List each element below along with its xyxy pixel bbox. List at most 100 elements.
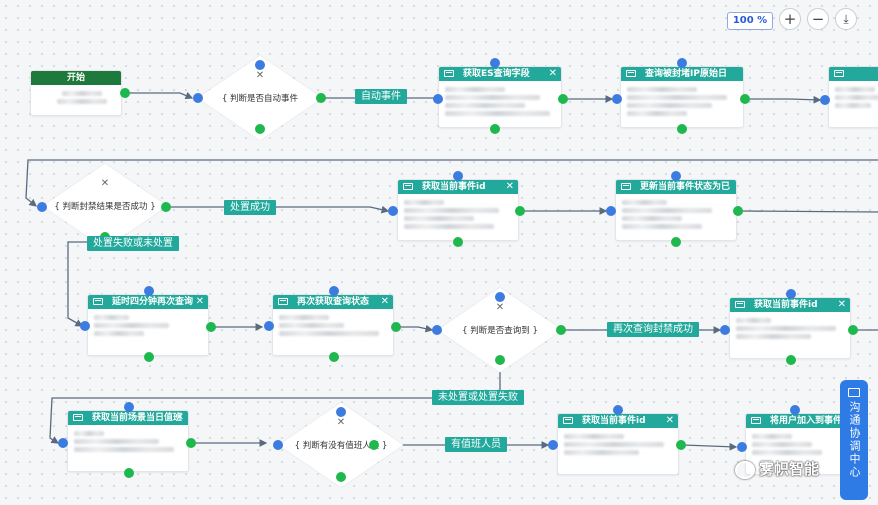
- in-port[interactable]: [612, 94, 622, 104]
- decision-close-icon[interactable]: ✕: [495, 302, 505, 313]
- start-node[interactable]: 开始: [30, 70, 122, 116]
- node-add-user-to-event[interactable]: 将用户加入到事件中: [745, 413, 845, 475]
- out-port[interactable]: [558, 94, 568, 104]
- in-port[interactable]: [80, 321, 90, 331]
- out-port[interactable]: [495, 355, 505, 365]
- in-port[interactable]: [273, 440, 283, 450]
- edge-label-success: 处置成功: [224, 200, 276, 215]
- decision-close-icon[interactable]: ✕: [100, 178, 110, 189]
- in-port[interactable]: [671, 171, 681, 181]
- out-port[interactable]: [556, 325, 566, 335]
- in-port[interactable]: [264, 321, 274, 331]
- node-partial[interactable]: [828, 66, 878, 128]
- watermark-text: 雾帜智能: [759, 460, 820, 478]
- out-port[interactable]: [206, 322, 216, 332]
- in-port[interactable]: [820, 95, 830, 105]
- in-port[interactable]: [548, 440, 558, 450]
- in-port[interactable]: [786, 289, 796, 299]
- out-port[interactable]: [740, 94, 750, 104]
- node-title: 获取当前事件id: [582, 416, 646, 426]
- in-port[interactable]: [329, 286, 339, 296]
- out-port[interactable]: [677, 124, 687, 134]
- monitor-icon: [93, 298, 103, 305]
- in-port[interactable]: [453, 171, 463, 181]
- in-port[interactable]: [432, 325, 442, 335]
- decision-auto-event[interactable]: ✕ { 判断是否自动事件: [197, 55, 323, 141]
- node-title: 获取当前场景当日值班: [92, 413, 183, 423]
- in-port[interactable]: [790, 405, 800, 415]
- out-port[interactable]: [453, 237, 463, 247]
- in-port[interactable]: [720, 325, 730, 335]
- out-port[interactable]: [490, 124, 500, 134]
- out-port[interactable]: [329, 352, 339, 362]
- edge-label-has-duty: 有值班人员: [445, 437, 507, 452]
- decision-label: { 判断封禁结果是否成功 }: [54, 202, 156, 212]
- monitor-icon: [444, 70, 454, 77]
- in-port[interactable]: [58, 438, 68, 448]
- edge-n10-n11: [682, 442, 738, 451]
- out-port[interactable]: [848, 325, 858, 335]
- in-port[interactable]: [737, 442, 747, 452]
- out-port[interactable]: [391, 322, 401, 332]
- monitor-icon: [834, 70, 844, 77]
- monitor-icon: [563, 417, 573, 424]
- in-port[interactable]: [37, 202, 47, 212]
- close-icon[interactable]: ✕: [665, 415, 674, 426]
- out-port[interactable]: [144, 352, 154, 362]
- close-icon[interactable]: ✕: [195, 296, 204, 307]
- node-get-es-fields[interactable]: 获取ES查询字段✕: [438, 66, 562, 128]
- in-port[interactable]: [144, 286, 154, 296]
- node-update-event-status[interactable]: 更新当前事件状态为已: [615, 179, 737, 241]
- in-port[interactable]: [124, 402, 134, 412]
- in-port[interactable]: [490, 58, 500, 68]
- start-out-port[interactable]: [120, 88, 130, 98]
- in-port[interactable]: [336, 407, 346, 417]
- in-port[interactable]: [388, 206, 398, 216]
- decision-query-found[interactable]: ✕ { 判断是否查询到 }: [437, 287, 563, 373]
- decision-duty-exists[interactable]: ✕ { 判断有没有值班人员 }: [278, 402, 404, 488]
- monitor-icon: [73, 414, 83, 421]
- close-icon[interactable]: ✕: [548, 68, 557, 79]
- in-port[interactable]: [606, 206, 616, 216]
- out-port[interactable]: [671, 237, 681, 247]
- node-get-event-id-2[interactable]: 获取当前事件id✕: [729, 297, 851, 359]
- out-port[interactable]: [786, 355, 796, 365]
- monitor-icon: [848, 388, 860, 397]
- node-get-event-id-3[interactable]: 获取当前事件id ✕: [557, 413, 679, 475]
- in-port[interactable]: [613, 405, 623, 415]
- node-query-blocked-ip-log[interactable]: 查询被封堵IP原始日: [620, 66, 744, 128]
- node-get-duty-today[interactable]: 获取当前场景当日值班✕: [67, 410, 189, 472]
- node-get-event-id[interactable]: 获取当前事件id✕: [397, 179, 519, 241]
- out-port[interactable]: [733, 206, 743, 216]
- monitor-icon: [735, 301, 745, 308]
- out-port[interactable]: [186, 438, 196, 448]
- collaboration-center-button[interactable]: 沟通协调中心: [840, 380, 868, 500]
- node-requery-status[interactable]: 再次获取查询状态✕: [272, 294, 394, 356]
- decision-close-icon[interactable]: ✕: [336, 417, 346, 428]
- decision-top-port[interactable]: [255, 60, 265, 70]
- download-button[interactable]: ⤓: [835, 8, 857, 30]
- decision-out-port[interactable]: [316, 93, 326, 103]
- close-icon[interactable]: ✕: [175, 412, 184, 423]
- out-port[interactable]: [336, 472, 346, 482]
- close-icon[interactable]: ✕: [505, 181, 514, 192]
- node-delay-query[interactable]: 延时四分钟再次查询✕: [87, 294, 209, 356]
- out-port[interactable]: [676, 440, 686, 450]
- decision-in-port[interactable]: [193, 93, 203, 103]
- decision-block-result[interactable]: ✕ { 判断封禁结果是否成功 }: [42, 163, 168, 249]
- decision-close-icon[interactable]: ✕: [255, 70, 265, 81]
- out-port[interactable]: [124, 468, 134, 478]
- monitor-icon: [403, 183, 413, 190]
- out-port[interactable]: [515, 206, 525, 216]
- out-port[interactable]: [161, 202, 171, 212]
- in-port[interactable]: [495, 292, 505, 302]
- in-port[interactable]: [433, 94, 443, 104]
- close-icon[interactable]: ✕: [380, 296, 389, 307]
- in-port[interactable]: [677, 58, 687, 68]
- decision-bottom-port[interactable]: [255, 124, 265, 134]
- close-icon[interactable]: ✕: [837, 299, 846, 310]
- zoom-in-button[interactable]: +: [779, 8, 801, 30]
- out-port[interactable]: [369, 440, 379, 450]
- zoom-out-button[interactable]: −: [807, 8, 829, 30]
